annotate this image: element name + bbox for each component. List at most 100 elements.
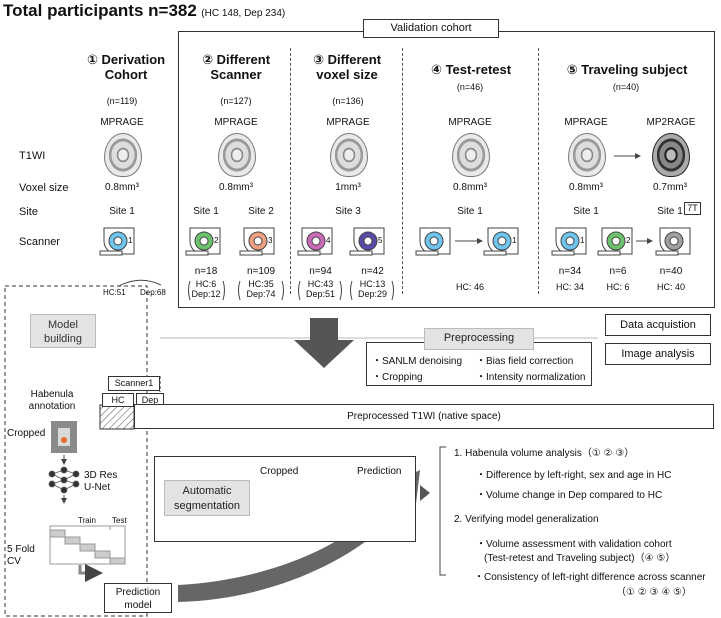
cropped-label: Cropped <box>7 428 46 439</box>
scanner-icon <box>597 227 633 256</box>
brain-image <box>104 133 142 177</box>
cohort5-hc-b: HC: 6 <box>606 282 630 292</box>
cohort4-seq: MPRAGE <box>448 117 492 128</box>
analysis-bullet: ・Volume assessment with validation cohor… <box>476 539 672 550</box>
scanner-number: 3 <box>268 236 273 245</box>
cohort5-n-a: n=34 <box>558 266 582 277</box>
brain-image <box>452 133 490 177</box>
scanner-icon <box>239 227 275 256</box>
scanner-number: 1 <box>580 236 585 245</box>
cohort4-voxel: 0.8mm³ <box>453 182 487 193</box>
7t-tag: 7T <box>684 202 701 215</box>
cohort1-site: Site 1 <box>109 206 135 217</box>
preprocessing-item: ・SANLM denoising <box>372 356 463 367</box>
network-icon <box>48 466 80 494</box>
cohort2-site-b: Site 2 <box>248 206 274 217</box>
model-building-label: Model building <box>30 314 96 348</box>
cohort3-voxel: 1mm³ <box>335 182 361 193</box>
cohort5-n-c: n=40 <box>659 266 683 277</box>
preprocessing-item: ・Intensity normalization <box>476 372 586 383</box>
cohort1-hc: HC:51 <box>103 288 126 297</box>
scanner-icon <box>415 227 451 256</box>
page-subtitle: (HC 148, Dep 234) <box>201 8 286 19</box>
analysis-bullet-cont: （① ② ③ ④ ⑤） <box>616 587 692 598</box>
data-acquisition-label: Data acquistion <box>605 314 711 336</box>
scanner-icon <box>297 227 333 256</box>
model-building-frame <box>4 285 148 617</box>
brain-image <box>330 133 368 177</box>
scanner-number: 4 <box>326 236 331 245</box>
cohort5-n: (n=40) <box>612 82 640 92</box>
header: Total participants n=382 (HC 148, Dep 23… <box>3 1 285 21</box>
analysis-bullet: ・Volume change in Dep compared to HC <box>476 490 663 501</box>
cohort5-site-b: Site 1 <box>657 206 683 217</box>
analysis-bullet: ・Difference by left-right, sex and age i… <box>476 470 672 481</box>
bracket <box>439 446 446 576</box>
scanner-number: 1 <box>128 236 133 245</box>
cohort2-voxel: 0.8mm³ <box>219 182 253 193</box>
cohort2-n-b: n=109 <box>246 266 276 277</box>
cohort1-dep: Dep:68 <box>140 288 166 297</box>
row-label-t1wi: T1WI <box>19 150 46 162</box>
cohort3-site: Site 3 <box>335 206 361 217</box>
cohort5-voxel-b: 0.7mm³ <box>653 182 687 193</box>
cohort5-site-a: Site 1 <box>573 206 599 217</box>
divider <box>402 48 403 294</box>
cohort1-n: (n=119) <box>106 96 138 106</box>
analysis-heading-2: 2. Verifying model generalization <box>454 514 599 525</box>
auto-cropped-label: Cropped <box>260 466 299 477</box>
preprocessing-title: Preprocessing <box>424 328 534 350</box>
scanner-icon <box>99 227 135 256</box>
cv-grid <box>49 525 126 565</box>
bracket <box>118 279 162 287</box>
analysis-bullet: ・Consistency of left-right difference ac… <box>474 572 706 583</box>
scanner-number: 5 <box>378 236 383 245</box>
analysis-heading-1: 1. Habenula volume analysis（① ② ③） <box>454 448 635 459</box>
cohort2-n-a: n=18 <box>194 266 218 277</box>
scanner-icon <box>349 227 385 256</box>
cohort1-seq: MPRAGE <box>100 117 144 128</box>
cohort4-hc: HC: 46 <box>455 282 484 292</box>
cohort1-voxel: 0.8mm³ <box>105 182 139 193</box>
validation-cohort-label: Validation cohort <box>363 19 499 38</box>
big-down-arrow-icon <box>294 318 354 368</box>
row-label-site: Site <box>19 206 38 218</box>
cohort5-voxel-a: 0.8mm³ <box>569 182 603 193</box>
divider <box>538 48 539 294</box>
analysis-bullet-cont: (Test-retest and Traveling subject)（④ ⑤） <box>484 553 676 564</box>
cohort3-n: (n=136) <box>332 96 364 106</box>
brain-image <box>568 133 606 177</box>
preprocessing-item: ・Bias field correction <box>476 356 574 367</box>
cohort3-n-a: n=94 <box>309 266 332 277</box>
cohort3-n-b: n=42 <box>361 266 384 277</box>
scanner-number: 2 <box>214 236 219 245</box>
hc-tag: HC <box>102 393 134 407</box>
brain-image <box>218 133 256 177</box>
scanner-icon <box>551 227 587 256</box>
auto-prediction-label: Prediction <box>357 466 402 477</box>
hc-hatched-box <box>99 404 135 430</box>
divider <box>290 48 291 294</box>
scanner-number: 1 <box>512 236 517 245</box>
preprocessing-item: ・Cropping <box>372 372 423 383</box>
train-label: Train <box>78 516 96 525</box>
cohort3-seq: MPRAGE <box>326 117 370 128</box>
cohort2-site-a: Site 1 <box>193 206 219 217</box>
cohort4-title: ④ Test-retest <box>430 62 512 77</box>
test-label: Test <box>112 516 127 525</box>
cohort4-site: Site 1 <box>457 206 483 217</box>
cohort2-n: (n=127) <box>220 96 252 106</box>
cohort2-seq: MPRAGE <box>214 117 258 128</box>
image-analysis-label: Image analysis <box>605 343 711 365</box>
